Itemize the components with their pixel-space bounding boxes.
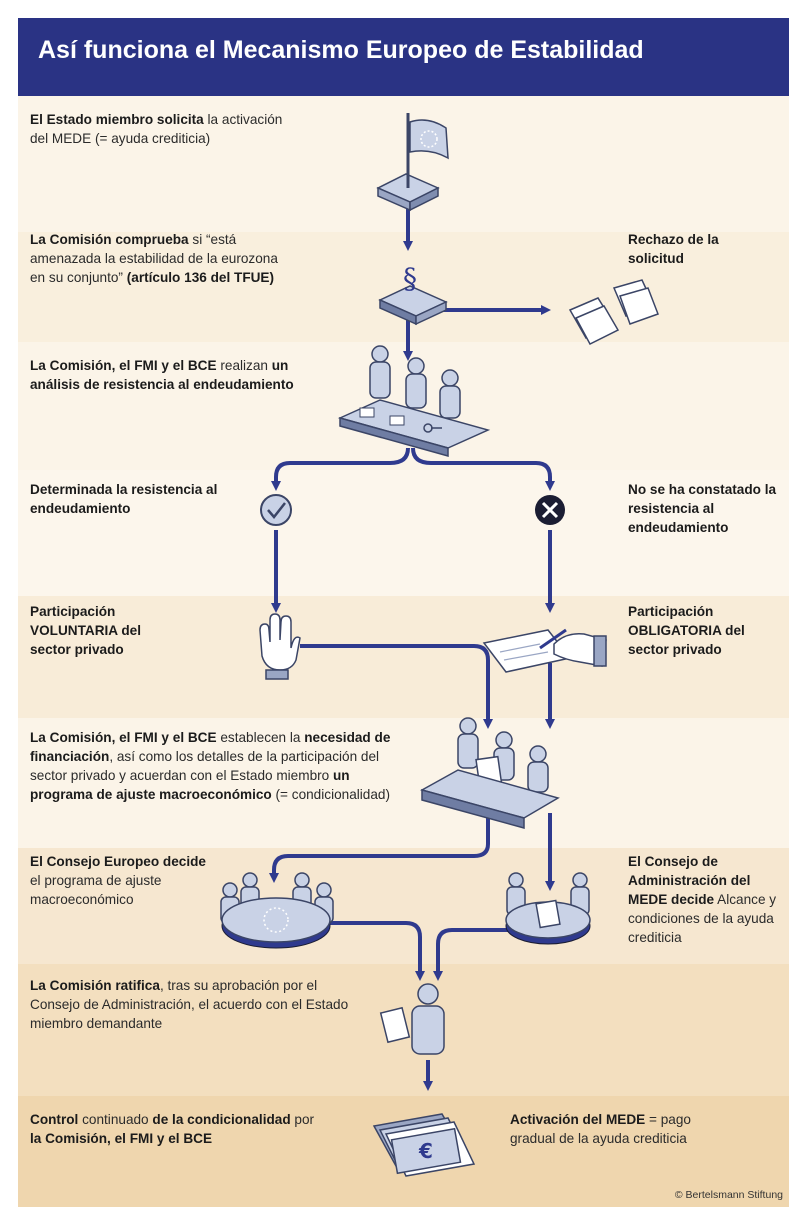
step-necesidad: La Comisión, el FMI y el BCE establecen … [30, 730, 391, 802]
step-consejo-administracion: El Consejo de Administración del MEDE de… [628, 854, 777, 945]
step-no-constatado: No se ha constatado la resistencia al en… [628, 482, 777, 535]
eu-council-table-icon [220, 872, 334, 949]
infographic: Así funciona el Mecanismo Europeo de Est… [18, 18, 789, 1207]
step-determinada: Determinada la resistencia al endeudamie… [30, 482, 218, 516]
step-obligatoria: Participación OBLIGATORIA del sector pri… [628, 604, 745, 657]
paragraph-symbol: § [403, 262, 417, 295]
band-participacion [18, 596, 789, 718]
cross-icon [535, 495, 565, 525]
band-consejos [18, 848, 789, 964]
law-book-icon: § [378, 262, 448, 326]
flag-icon [376, 113, 449, 212]
negotiation-table-icon [420, 717, 560, 829]
torn-document-icon [568, 279, 659, 345]
page-title: Así funciona el Mecanismo Europeo de Est… [38, 36, 644, 64]
commissioner-icon [379, 983, 445, 1055]
step-voluntaria: Participación VOLUNTARIA del sector priv… [30, 604, 142, 657]
step-analisis: La Comisión, el FMI y el BCE realizan un… [30, 358, 294, 392]
band-necesidad [18, 718, 789, 848]
flow-arrows [269, 208, 555, 1091]
band-solicitud [18, 96, 789, 232]
step-ratifica: La Comisión ratifica, tras su aprobación… [30, 978, 349, 1031]
flow-diagram: § [220, 113, 659, 1177]
step-comprueba: La Comisión comprueba si “está amenazada… [30, 232, 278, 285]
step-solicita: El Estado miembro solicita la activación… [30, 112, 283, 146]
euro-banknotes-icon: € [372, 1113, 476, 1177]
signing-hand-icon [482, 628, 607, 673]
esm-board-table-icon [505, 872, 591, 945]
header-bar: Así funciona el Mecanismo Europeo de Est… [18, 18, 789, 96]
step-rechazo: Rechazo de la solicitud [628, 232, 719, 266]
step-control: Control continuado de la condicionalidad… [30, 1112, 315, 1146]
copyright: © Bertelsmann Stiftung [674, 1189, 783, 1201]
analysis-table-icon [337, 345, 491, 457]
check-icon [260, 494, 292, 526]
band-resistencia [18, 470, 789, 596]
step-activacion: Activación del MEDE = pago gradual de la… [510, 1112, 691, 1146]
raised-hand-icon [259, 613, 301, 680]
step-consejo-europeo: El Consejo Europeo decide el programa de… [30, 854, 206, 907]
euro-symbol: € [418, 1139, 433, 1163]
